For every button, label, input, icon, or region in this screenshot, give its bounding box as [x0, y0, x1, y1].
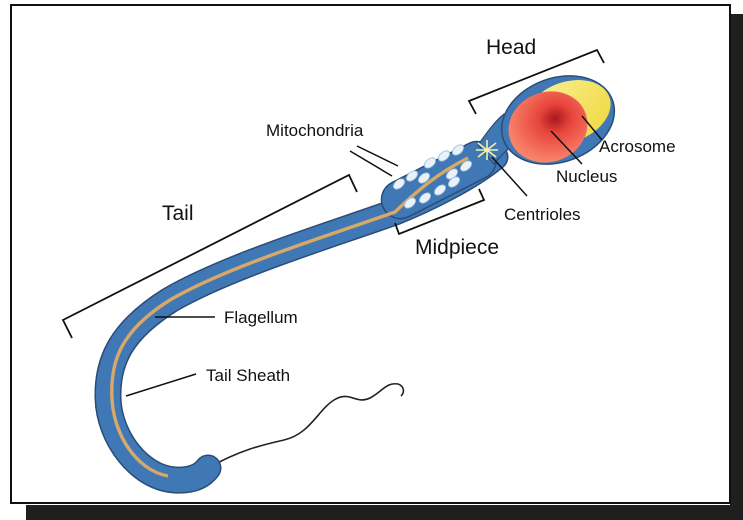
label-tail: Tail [162, 202, 194, 225]
label-nucleus: Nucleus [556, 167, 617, 186]
label-mitochondria: Mitochondria [266, 121, 364, 140]
end-piece-filament [208, 384, 403, 468]
label-tail-sheath: Tail Sheath [206, 366, 290, 385]
label-midpiece: Midpiece [415, 236, 499, 259]
mitochondria-leader-1 [350, 151, 392, 176]
label-flagellum: Flagellum [224, 308, 298, 327]
label-head: Head [486, 36, 536, 59]
centrioles-star [476, 140, 498, 160]
label-acrosome: Acrosome [599, 137, 676, 156]
mitochondria-leader-2 [357, 146, 398, 166]
tail-sheath-leader [126, 374, 196, 396]
tail-bracket [63, 175, 357, 338]
centrioles-leader [492, 157, 527, 196]
label-centrioles: Centrioles [504, 205, 581, 224]
